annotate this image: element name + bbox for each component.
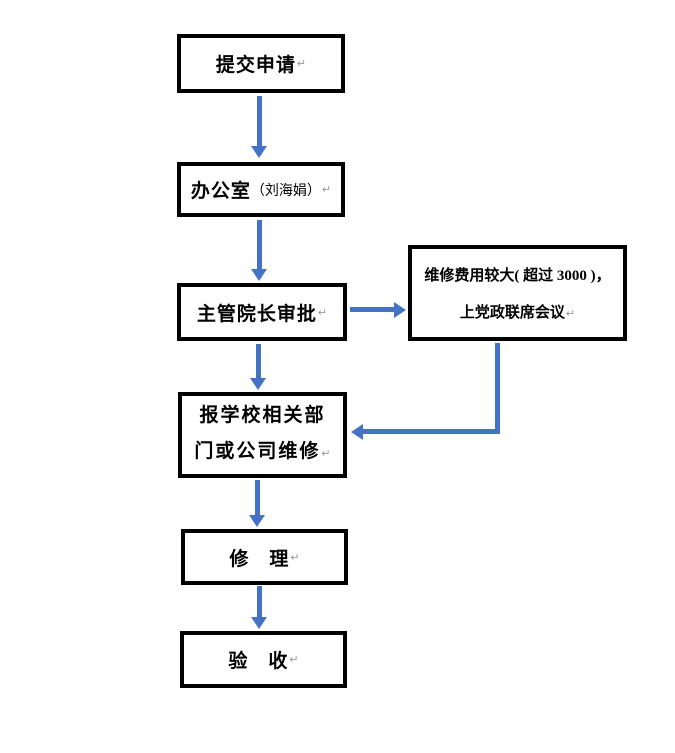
paragraph-mark: ↵ xyxy=(321,447,331,460)
arrowhead-down xyxy=(250,378,266,390)
arrowhead-down xyxy=(249,515,265,527)
node-label-line2: 上党政联席会议↵ xyxy=(459,304,576,321)
node-label: 办公室 xyxy=(190,181,251,202)
arrow-stem xyxy=(256,344,261,379)
paragraph-mark: ↵ xyxy=(290,551,300,564)
node-office[interactable]: 办公室 （刘海娟） ↵ xyxy=(177,162,345,217)
node-repair[interactable]: 修 理 ↵ xyxy=(181,529,348,585)
node-label-line1: 维修费用较大( 超过 3000 )， xyxy=(424,268,611,285)
node-submit-application[interactable]: 提交申请 ↵ xyxy=(177,34,345,93)
node-label: 提交申请 xyxy=(215,55,296,76)
arrow-stem xyxy=(255,480,260,516)
node-acceptance[interactable]: 验 收 ↵ xyxy=(180,631,347,688)
node-label: 验 收 xyxy=(228,651,289,672)
arrowhead-right xyxy=(394,302,406,318)
paragraph-mark: ↵ xyxy=(296,58,307,70)
paragraph-mark: ↵ xyxy=(565,307,576,320)
node-label-line2: 门或公司维修↵ xyxy=(194,440,331,462)
node-label: 修 理 xyxy=(229,548,290,570)
arrow-stem xyxy=(362,429,500,434)
paragraph-mark: ↵ xyxy=(317,306,328,319)
arrowhead-down xyxy=(251,617,267,629)
node-dean-approval[interactable]: 主管院长审批 ↵ xyxy=(177,283,347,341)
arrowhead-down xyxy=(251,269,267,281)
arrowhead-left xyxy=(351,424,363,440)
node-label-line1: 报学校相关部 xyxy=(199,405,326,427)
arrow-stem xyxy=(257,586,262,618)
node-sublabel: （刘海娟） xyxy=(250,183,321,199)
node-report-school-repair[interactable]: 报学校相关部 门或公司维修↵ xyxy=(178,392,347,478)
arrow-stem xyxy=(495,343,500,434)
node-label: 主管院长审批 xyxy=(196,303,317,325)
arrowhead-down xyxy=(251,146,267,158)
arrow-stem xyxy=(257,220,262,269)
arrow-stem xyxy=(257,96,262,148)
arrow-stem xyxy=(350,307,395,312)
node-joint-meeting[interactable]: 维修费用较大( 超过 3000 )， 上党政联席会议↵ xyxy=(408,245,627,341)
paragraph-mark: ↵ xyxy=(321,184,332,196)
paragraph-mark: ↵ xyxy=(289,654,299,666)
